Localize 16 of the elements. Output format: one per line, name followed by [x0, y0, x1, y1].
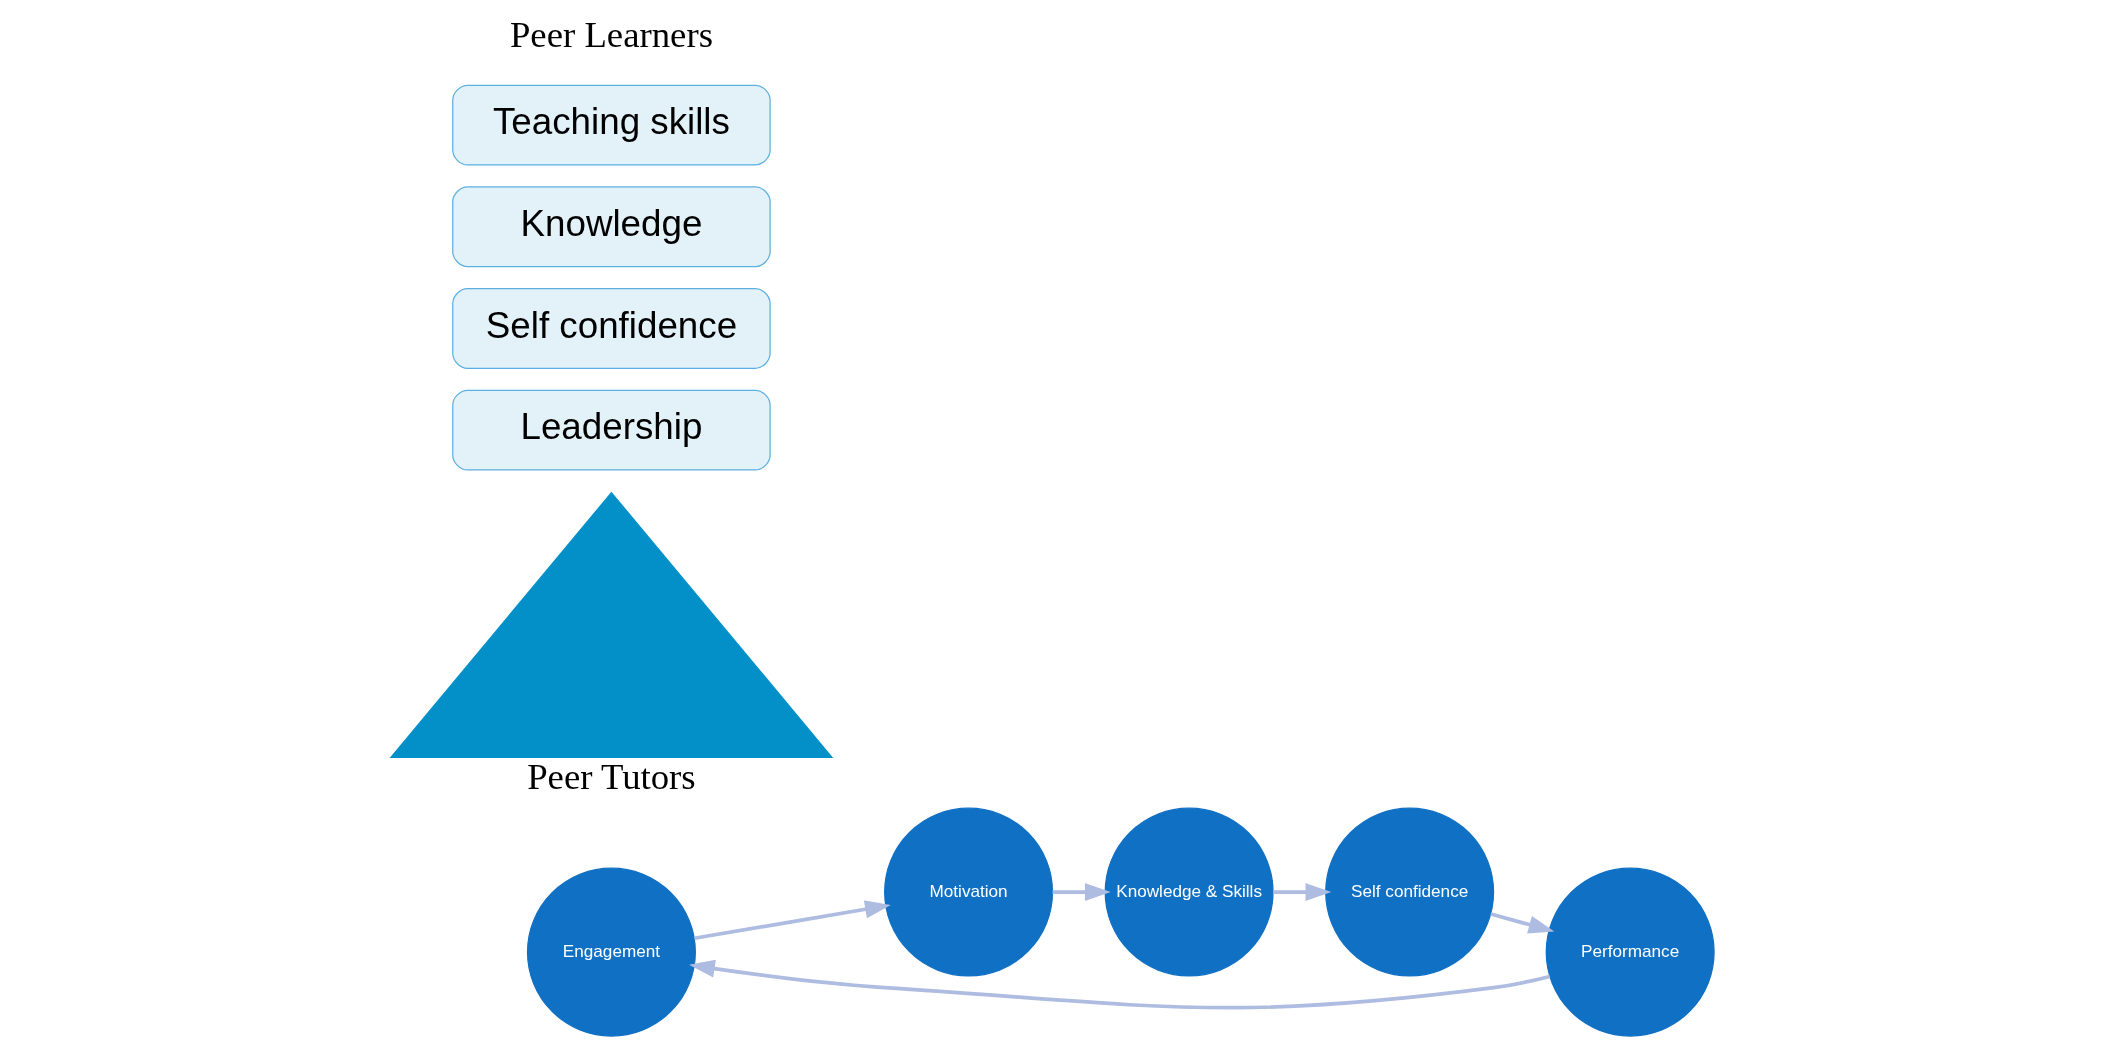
node-circle: Knowledge & Skills: [1104, 807, 1274, 977]
node-box: Self confidence: [452, 288, 771, 369]
node-circle: Motivation: [884, 807, 1054, 977]
node-box: Leadership: [452, 389, 771, 471]
arrow: [1273, 883, 1332, 902]
label: Peer Learners: [509, 14, 713, 56]
arrow: [1052, 883, 1111, 902]
node-circle: Engagement: [526, 867, 696, 1037]
arrow: [689, 959, 1551, 1010]
node-box: Teaching skills: [452, 84, 771, 166]
node-box: Knowledge: [452, 186, 771, 268]
arrow: [694, 900, 891, 941]
node-label: Peer Tutors: [527, 755, 696, 797]
node-circle: Self confidence: [1325, 807, 1495, 977]
node-circle: Performance: [1545, 867, 1715, 1037]
arrow: [1490, 912, 1555, 934]
